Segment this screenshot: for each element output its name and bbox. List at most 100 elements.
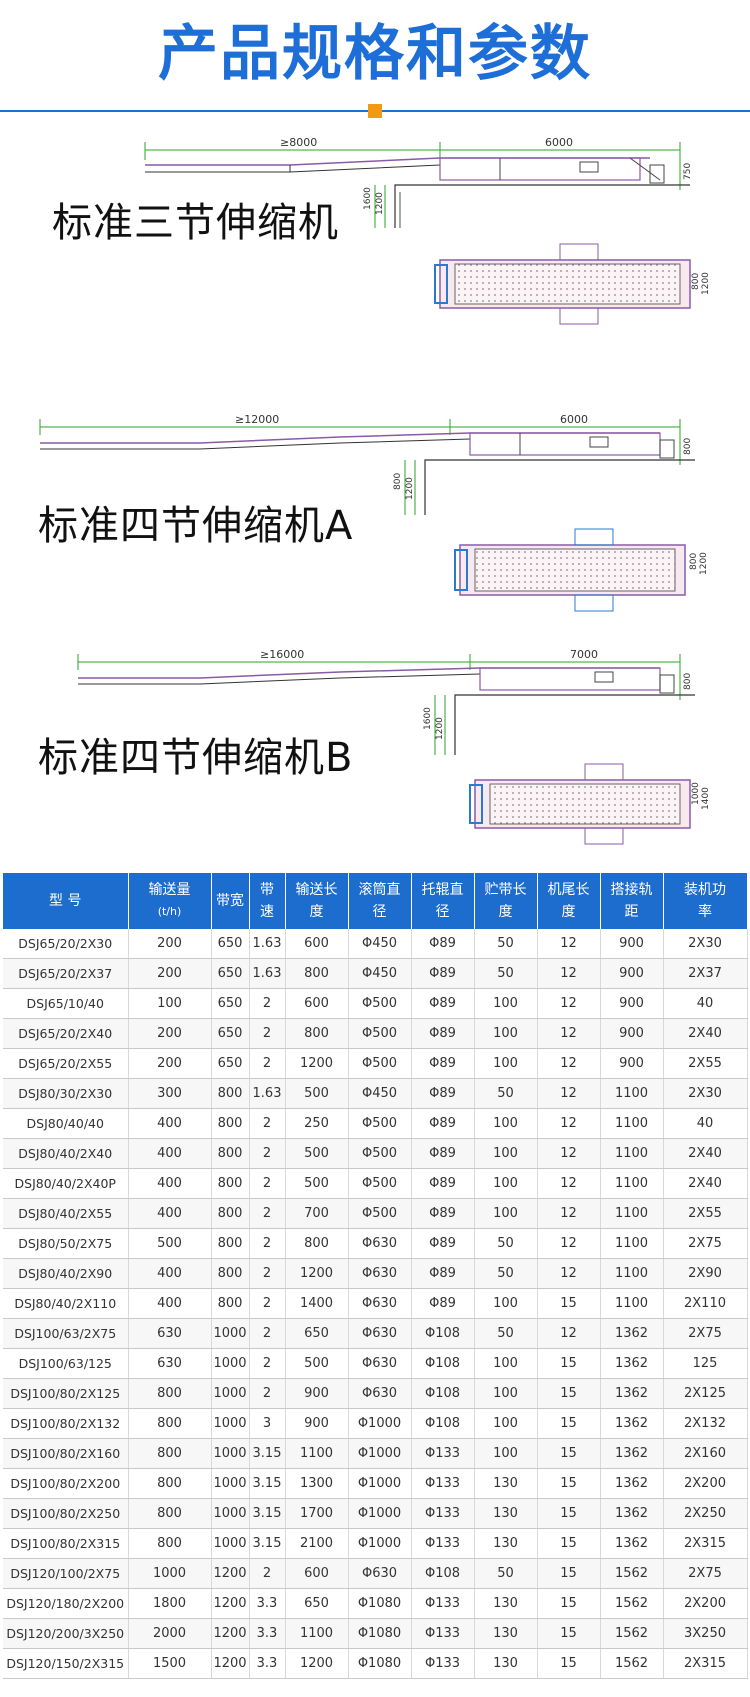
table-cell: Φ133 [411,1528,475,1559]
table-cell: Φ500 [348,1018,412,1049]
table-cell: 12 [537,1018,601,1049]
table-cell: Φ89 [411,1258,475,1289]
plan-dim-2: 1200 [701,272,711,295]
table-cell: 1.63 [249,958,286,989]
plan-dim-2: 1400 [701,787,711,810]
table-cell: 1562 [600,1648,664,1679]
table-cell: 2X30 [663,1078,748,1109]
model-cell: DSJ120/200/3X250 [3,1618,129,1649]
column-header: 输送量(t/h) [128,873,212,929]
table-cell: 650 [285,1318,349,1349]
table-cell: 900 [285,1378,349,1409]
table-cell: 2X200 [663,1468,748,1499]
table-cell: 1200 [211,1558,250,1589]
model-cell: DSJ65/20/2X40 [3,1018,129,1049]
table-cell: 1000 [211,1378,250,1409]
table-cell: 15 [537,1288,601,1319]
table-cell: Φ630 [348,1378,412,1409]
model-cell: DSJ100/63/2X75 [3,1318,129,1349]
table-cell: 1362 [600,1408,664,1439]
drawing-four-section-b: ≥16000 7000 1600 1200 800 1000 1400 标准四节… [0,640,750,870]
table-cell: 800 [211,1108,250,1139]
table-cell: Φ108 [411,1558,475,1589]
table-cell: 50 [474,1078,538,1109]
table-cell: 1000 [211,1408,250,1439]
table-cell: 500 [285,1078,349,1109]
table-cell: Φ630 [348,1318,412,1349]
table-cell: 1000 [211,1318,250,1349]
table-cell: 15 [537,1588,601,1619]
table-cell: 2X160 [663,1438,748,1469]
model-cell: DSJ100/80/2X250 [3,1498,129,1529]
table-cell: 700 [285,1198,349,1229]
table-cell: Φ1000 [348,1438,412,1469]
table-cell: 500 [285,1168,349,1199]
table-cell: Φ450 [348,958,412,989]
table-cell: 1362 [600,1438,664,1469]
table-cell: 15 [537,1618,601,1649]
table-cell: Φ630 [348,1288,412,1319]
table-cell: 1100 [600,1198,664,1229]
table-cell: 1362 [600,1528,664,1559]
table-cell: 1362 [600,1318,664,1349]
table-cell: 1200 [285,1258,349,1289]
table-cell: 3.3 [249,1588,286,1619]
table-cell: 130 [474,1498,538,1529]
table-cell: 3.15 [249,1528,286,1559]
column-header-line: 装机功 [684,882,726,898]
table-cell: 650 [211,929,250,959]
table-cell: 1.63 [249,1078,286,1109]
table-cell: Φ450 [348,1078,412,1109]
plan-dim-2: 1200 [699,552,709,575]
table-cell: 200 [128,958,212,989]
table-cell: Φ133 [411,1468,475,1499]
plan-dim-1: 800 [689,553,699,570]
table-cell: 2 [249,1018,286,1049]
model-cell: DSJ65/20/2X37 [3,958,129,989]
table-cell: 2X75 [663,1318,748,1349]
dim-right: 800 [683,438,693,455]
table-cell: 1200 [211,1618,250,1649]
table-cell: 12 [537,1108,601,1139]
table-cell: 2 [249,1228,286,1259]
column-header-line: 径 [435,904,450,920]
table-cell: Φ108 [411,1408,475,1439]
table-cell: 100 [474,1438,538,1469]
table-cell: 2X125 [663,1378,748,1409]
table-cell: 12 [537,958,601,989]
table-cell: 800 [211,1228,250,1259]
plan-dim-1: 1000 [691,782,701,805]
table-cell: 1000 [211,1468,250,1499]
column-header: 型 号 [3,873,129,929]
table-cell: 800 [211,1258,250,1289]
table-cell: Φ500 [348,1108,412,1139]
table-cell: 630 [128,1318,212,1349]
column-header: 带宽 [211,873,250,929]
table-cell: 15 [537,1348,601,1379]
table-cell: 2X30 [663,929,748,959]
table-cell: 15 [537,1408,601,1439]
table-cell: Φ500 [348,988,412,1019]
table-cell: 900 [285,1408,349,1439]
table-cell: 3.15 [249,1498,286,1529]
column-header-line: 搭接轨 [610,882,653,898]
table-cell: 1100 [285,1438,349,1469]
table-cell: 15 [537,1528,601,1559]
table-cell: Φ89 [411,1198,475,1229]
table-cell: 650 [285,1588,349,1619]
table-cell: 2 [249,1168,286,1199]
table-cell: 125 [663,1348,748,1379]
table-cell: 1562 [600,1558,664,1589]
table-cell: 2 [249,1378,286,1409]
table-cell: 600 [285,929,349,959]
column-header-line: 径 [372,904,387,920]
